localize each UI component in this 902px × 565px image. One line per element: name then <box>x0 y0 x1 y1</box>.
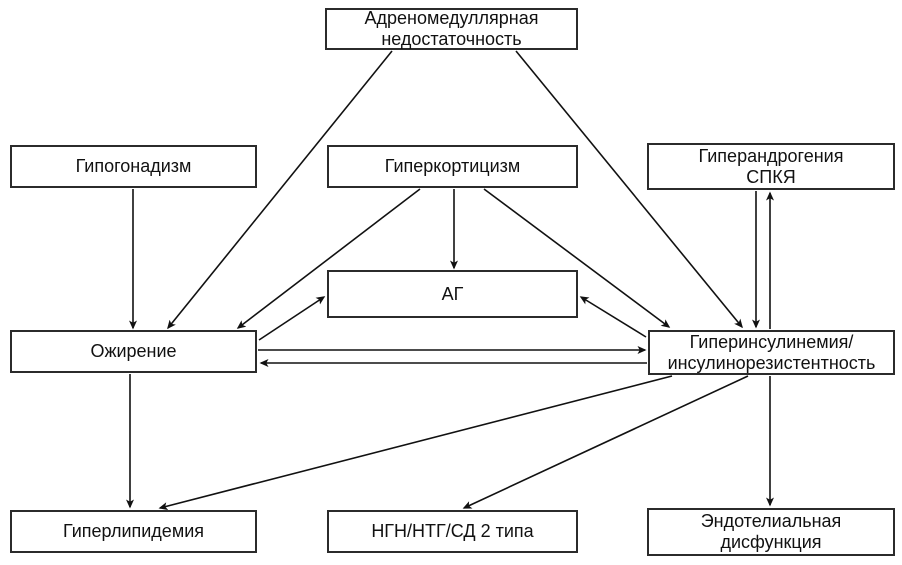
node-prediabetes-diabetes: НГН/НТГ/СД 2 типа <box>327 510 578 553</box>
node-hyperandrogenism-pcos: Гиперандрогения СПКЯ <box>647 143 895 190</box>
node-hyperinsulinemia-insulin-resistance: Гиперинсулинемия/ инсулинорезистентность <box>648 330 895 375</box>
edge-hyperinsulinemia-to-hypertension <box>579 296 647 338</box>
node-obesity: Ожирение <box>10 330 257 373</box>
node-hyperlipidemia: Гиперлипидемия <box>10 510 257 553</box>
edge-hyperinsulinemia-to-hyperlipidemia <box>158 375 673 511</box>
edge-obesity-to-hypertension <box>258 296 326 341</box>
node-adrenomedullary-insufficiency: Адреномедуллярная недостаточность <box>325 8 578 50</box>
node-endothelial-dysfunction: Эндотелиальная дисфункция <box>647 508 895 556</box>
edge-hyperinsulinemia-to-prediabetes <box>462 375 749 509</box>
node-hypercorticism: Гиперкортицизм <box>327 145 578 188</box>
node-hypogonadism: Гипогонадизм <box>10 145 257 188</box>
node-hypertension: АГ <box>327 270 578 318</box>
